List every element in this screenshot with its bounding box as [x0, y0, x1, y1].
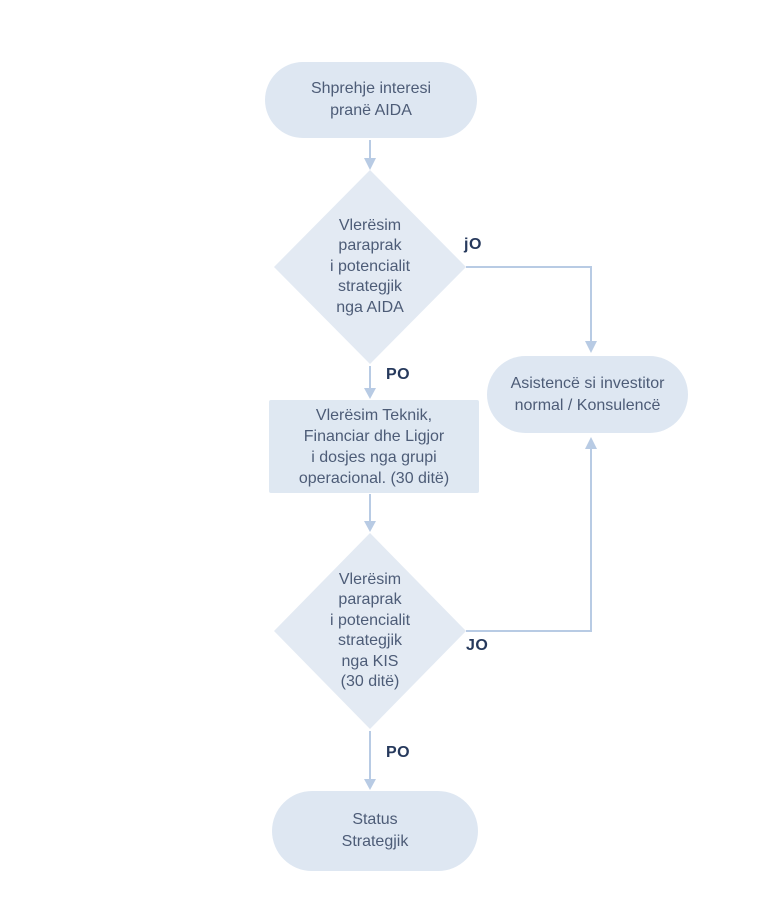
decision-kis-line: paraprak: [338, 591, 402, 608]
arrowhead-down-icon: [364, 388, 376, 399]
start-node: Shprehje interesi pranë AIDA: [265, 62, 477, 138]
assist-node-line: Asistencë si investitor: [510, 374, 665, 392]
decision-kis-line: i potencialit: [329, 611, 411, 629]
assist-node-line: normal / Konsulencë: [514, 396, 661, 414]
decision-aida-line: strategjik: [337, 278, 403, 296]
arrowhead-down-icon: [364, 521, 376, 532]
edge-label-aida-no: jO: [464, 236, 482, 253]
edge-kis-no-to-assist: [466, 449, 592, 632]
decision-aida-line: nga AIDA: [336, 298, 404, 316]
process-node-line: operacional. (30 ditë): [298, 469, 450, 487]
decision-aida-line: i potencialit: [329, 257, 411, 275]
process-node: Vlerësim Teknik, Financiar dhe Ligjor i …: [269, 400, 479, 493]
assist-node: Asistencë si investitor normal / Konsule…: [487, 356, 688, 433]
edge-label-kis-no: JO: [466, 637, 489, 654]
decision-aida-line: paraprak: [338, 237, 402, 255]
arrowhead-down-icon: [364, 779, 376, 790]
process-node-line: Vlerësim Teknik,: [315, 406, 433, 424]
edge-label-aida-po: PO: [386, 366, 411, 383]
decision-kis-line: nga KIS: [341, 652, 399, 670]
end-node: Status Strategjik: [272, 791, 478, 871]
process-node-line: i dosjes nga grupi: [311, 448, 437, 466]
decision-kis-line: Vlerësim: [338, 570, 402, 588]
end-node-line: Status: [352, 811, 398, 828]
edge-label-kis-po: PO: [386, 744, 411, 761]
decision-aida-line: Vlerësim: [338, 216, 402, 234]
arrowhead-down-icon: [585, 341, 597, 353]
start-node-line: Shprehje interesi: [310, 80, 432, 97]
start-node-line: pranë AIDA: [330, 102, 412, 119]
arrowhead-up-icon: [585, 437, 597, 449]
end-node-line: Strategjik: [341, 833, 409, 850]
decision-kis-line: strategjik: [337, 632, 403, 649]
decision-kis-line: (30 ditë): [340, 673, 400, 690]
arrowhead-down-icon: [364, 158, 376, 170]
edge-aida-no-to-assist: [466, 266, 592, 341]
process-node-line: Financiar dhe Ligjor: [303, 427, 445, 445]
